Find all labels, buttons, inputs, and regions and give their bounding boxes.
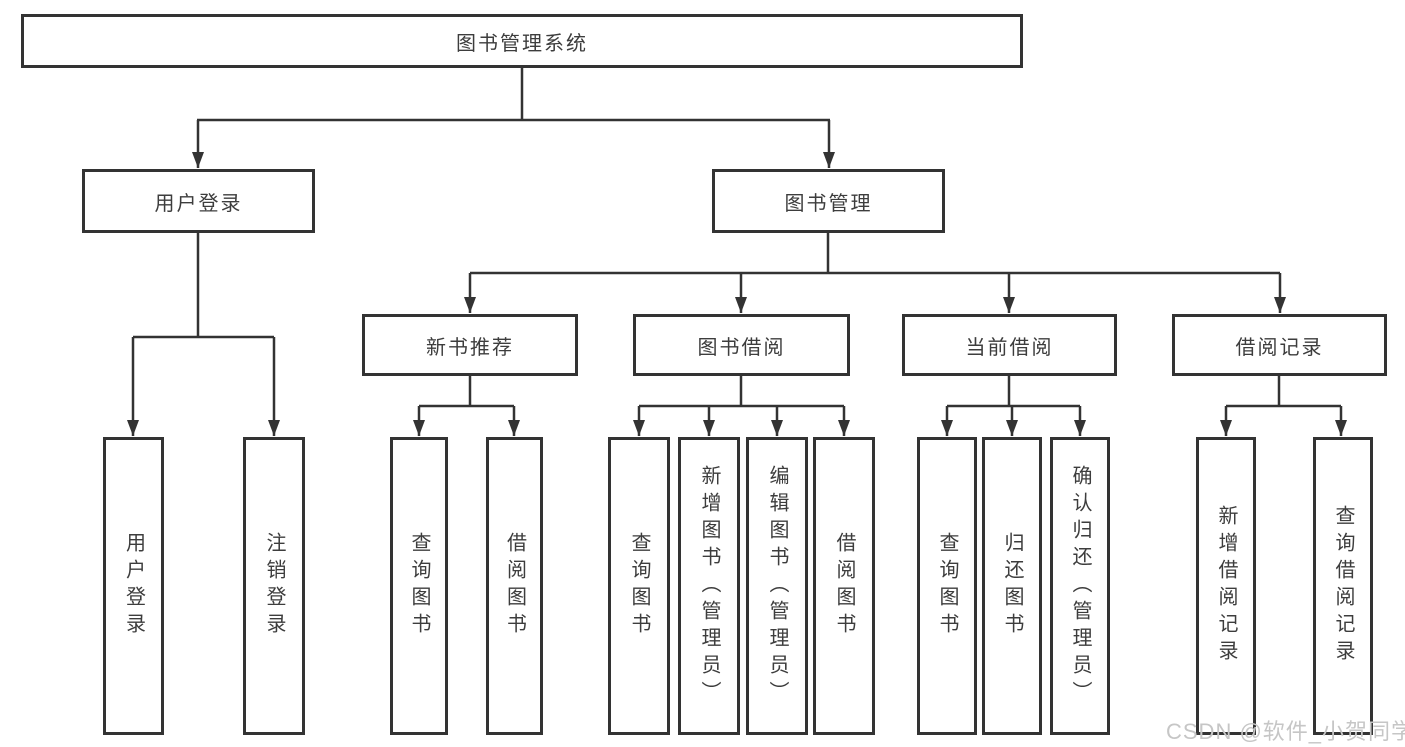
leaf-user-login: 用户登录 bbox=[103, 437, 164, 735]
leaf-borrow-books: 借阅图书 bbox=[813, 437, 875, 735]
leaf-query-books-newrec: 查询图书 bbox=[390, 437, 448, 735]
node-new-book-recommendation: 新书推荐 bbox=[362, 314, 578, 376]
csdn-watermark: CSDN @软件_小贺同学 bbox=[1166, 719, 1405, 744]
leaf-add-books-admin: 新增图书（管理员） bbox=[678, 437, 740, 735]
node-book-borrowing: 图书借阅 bbox=[633, 314, 850, 376]
leaf-borrow-books-newrec: 借阅图书 bbox=[486, 437, 543, 735]
leaf-add-borrow-record: 新增借阅记录 bbox=[1196, 437, 1256, 735]
node-user-login: 用户登录 bbox=[82, 169, 315, 233]
leaf-confirm-return-admin: 确认归还（管理员） bbox=[1050, 437, 1110, 735]
leaf-logout: 注销登录 bbox=[243, 437, 305, 735]
leaf-query-books-borrow: 查询图书 bbox=[608, 437, 670, 735]
leaf-return-books: 归还图书 bbox=[982, 437, 1042, 735]
leaf-edit-books-admin: 编辑图书（管理员） bbox=[746, 437, 808, 735]
node-borrowing-records: 借阅记录 bbox=[1172, 314, 1387, 376]
node-book-management: 图书管理 bbox=[712, 169, 945, 233]
node-current-borrowing: 当前借阅 bbox=[902, 314, 1117, 376]
leaf-query-borrow-record: 查询借阅记录 bbox=[1313, 437, 1373, 735]
node-root-library-system: 图书管理系统 bbox=[21, 14, 1023, 68]
leaf-query-books-current: 查询图书 bbox=[917, 437, 977, 735]
